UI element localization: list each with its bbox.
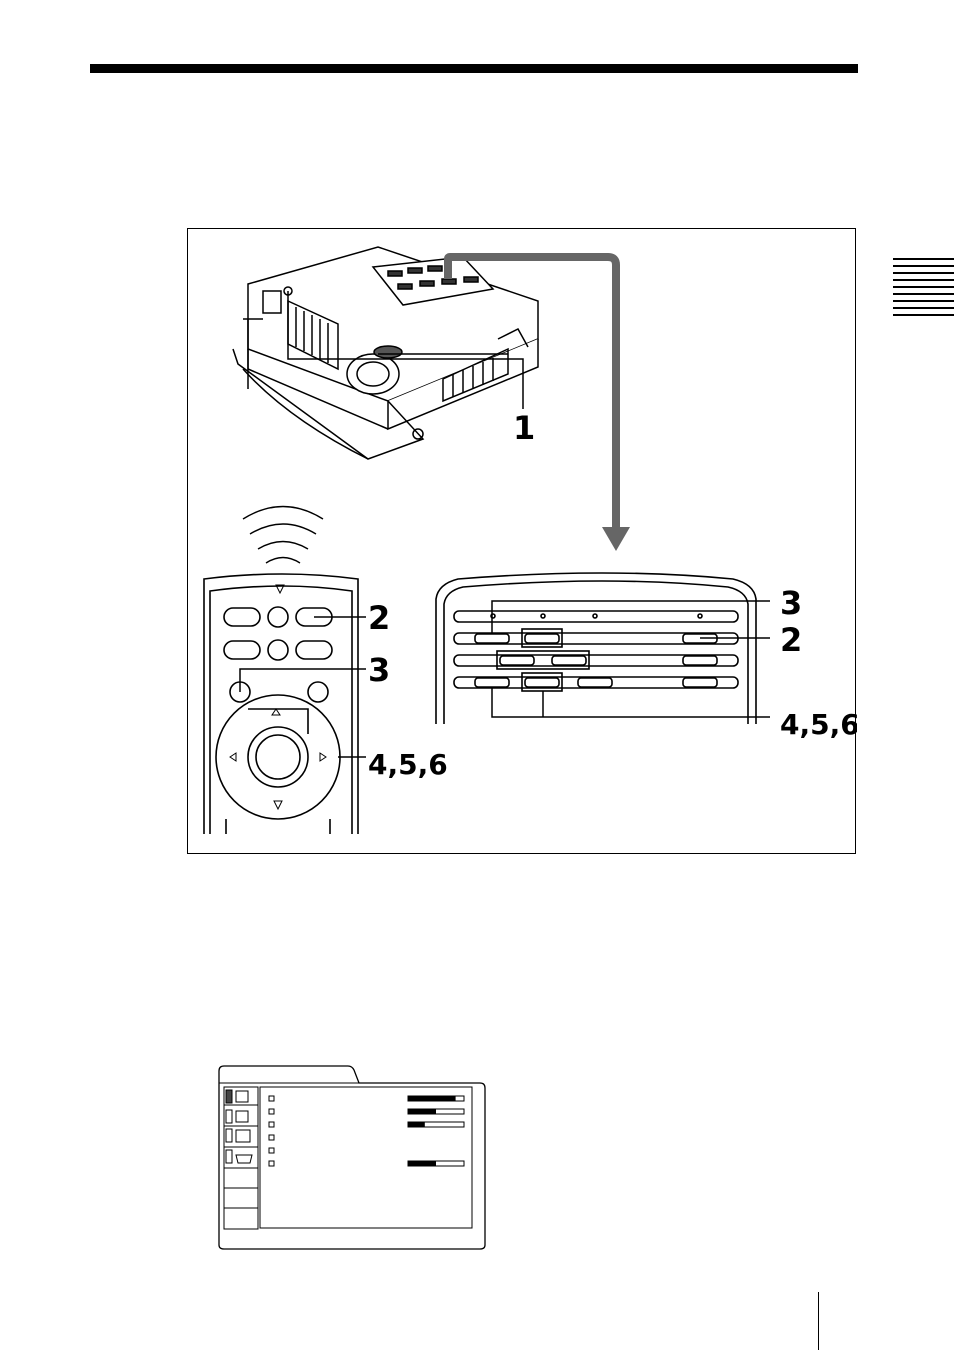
figure-illustration: 1 2 3 4,5,6 3 2 4,5,6 [188,229,857,855]
callout-step-456-remote: 4,5,6 [368,748,448,781]
setting-bar-fill [408,1096,456,1101]
setting-bar-fill [408,1122,425,1127]
callout-step-2-remote: 2 [368,599,390,637]
menu-screen-illustration [218,1065,486,1250]
page-number-rule [818,1292,819,1350]
callout-step-3-remote: 3 [368,651,390,689]
setting-bar-fill [408,1161,436,1166]
remote-signal-icon [243,507,323,564]
header-rule [90,64,858,73]
control-panel-closeup [436,573,756,724]
section-index-tab [893,258,954,328]
remote-control [204,574,358,834]
operation-figure: 1 2 3 4,5,6 3 2 4,5,6 [187,228,856,854]
callout-step-1: 1 [513,409,535,447]
callout-step-2-panel: 2 [780,621,802,659]
callout-step-3-panel: 3 [780,584,802,622]
projector-illustration [233,247,538,459]
callout-step-456-panel: 4,5,6 [780,708,857,741]
setting-bar-fill [408,1109,436,1114]
